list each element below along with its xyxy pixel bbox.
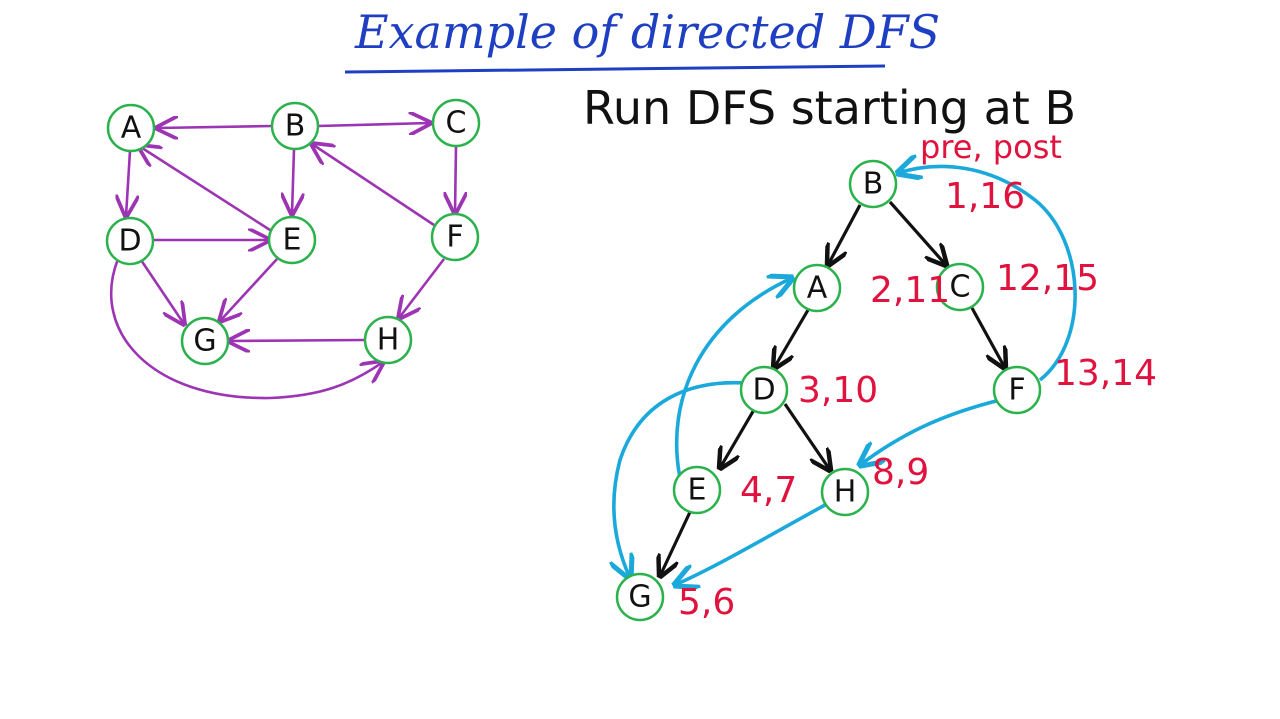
tree-edges — [660, 200, 1005, 576]
tree-node-F-label: F — [1008, 373, 1025, 408]
edge-B-E — [292, 148, 294, 214]
edge-C-F — [455, 145, 456, 213]
graph-node-B: B — [270, 101, 320, 151]
edge-D-H — [109, 258, 383, 400]
graph-node-E-circle — [267, 215, 317, 265]
prepost-A: 2,11 — [870, 270, 950, 311]
prepost-G: 5,6 — [678, 582, 735, 623]
prepost-D: 3,10 — [798, 370, 878, 411]
tree-node-B-circle — [848, 159, 898, 209]
tree-node-H-circle — [820, 467, 870, 517]
tree-edge-D-H — [783, 403, 830, 470]
graph-node-H-label: H — [377, 323, 400, 358]
tree-node-A-circle — [792, 263, 842, 313]
tree-node-D-label: D — [752, 373, 775, 408]
graph-node-F-label: F — [446, 220, 463, 255]
prepost-C: 12,15 — [996, 258, 1099, 299]
prepost-B: 1,16 — [945, 176, 1025, 217]
tree-edge-A-D — [774, 309, 810, 368]
prepost-H: 8,9 — [872, 452, 929, 493]
tree-node-D: D — [739, 365, 789, 415]
tree-node-F: F — [992, 365, 1042, 415]
tree-node-D-circle — [739, 365, 789, 415]
prepost-legend: pre, post — [920, 128, 1062, 166]
graph-node-G-label: G — [193, 324, 216, 359]
tree-node-A: A — [792, 263, 842, 313]
edge-A-D — [126, 150, 130, 216]
tree-node-E-label: E — [688, 473, 707, 508]
graph-node-A-circle — [106, 103, 156, 153]
edge-E-G — [220, 258, 278, 321]
title-underline — [344, 64, 886, 74]
graph-node-H: H — [363, 315, 413, 365]
edge-H-G — [229, 340, 365, 341]
tree-edge-D-E — [720, 407, 757, 468]
tree-node-C: C — [935, 262, 985, 312]
graph-node-C-circle — [431, 98, 481, 148]
subtitle: Run DFS starting at B — [583, 81, 1076, 135]
tree-node-G-label: G — [628, 580, 651, 615]
graph-node-B-label: B — [285, 109, 306, 144]
tree-node-A-label: A — [807, 271, 828, 306]
graph-node-A-label: A — [121, 111, 142, 146]
tree-node-B: B — [848, 159, 898, 209]
graph-node-B-circle — [270, 101, 320, 151]
edge-B-A — [157, 126, 273, 128]
page-title: Example of directed DFS — [354, 5, 940, 59]
cross-edge-H-G — [675, 503, 826, 585]
graph-node-D: D — [105, 216, 155, 266]
tree-node-C-circle — [935, 262, 985, 312]
tree-node-F-circle — [992, 365, 1042, 415]
graph-node-C: C — [431, 98, 481, 148]
graph-node-D-label: D — [118, 224, 141, 259]
graph-node-A: A — [106, 103, 156, 153]
tree-node-H-label: H — [834, 475, 857, 510]
graph-node-H-circle — [363, 315, 413, 365]
tree-node-G-circle — [615, 572, 665, 622]
graph-node-G-circle — [180, 316, 230, 366]
tree-node-C-label: C — [950, 270, 971, 305]
non-tree-edges — [614, 166, 1077, 585]
edge-F-B — [312, 144, 435, 227]
original-graph: A B C D E F G H — [105, 98, 481, 400]
edge-F-H — [399, 258, 446, 318]
graph-edges — [109, 123, 456, 400]
tree-node-H: H — [820, 467, 870, 517]
cross-edge-F-H — [860, 398, 1001, 465]
graph-node-G: G — [180, 316, 230, 366]
graph-node-E-label: E — [283, 223, 302, 258]
tree-edge-B-A — [828, 204, 862, 265]
graph-node-C-label: C — [446, 106, 467, 141]
back-edge-F-B — [898, 166, 1077, 382]
prepost-E: 4,7 — [740, 470, 797, 511]
graph-node-D-circle — [105, 216, 155, 266]
tree-node-G: G — [615, 572, 665, 622]
edge-D-G — [139, 259, 184, 324]
tree-edge-B-C — [888, 200, 946, 265]
tree-node-E-circle — [672, 465, 722, 515]
forward-edge-D-G — [614, 380, 746, 578]
graph-node-F-circle — [430, 212, 480, 262]
back-edge-E-A — [674, 278, 792, 479]
edge-B-C — [317, 123, 430, 126]
dfs-tree: B A C D F E H G pre, pos — [614, 128, 1157, 623]
graph-node-E: E — [267, 215, 317, 265]
edge-E-A — [139, 146, 271, 232]
prepost-F: 13,14 — [1054, 353, 1157, 394]
tree-edge-E-G — [660, 511, 692, 576]
graph-node-F: F — [430, 212, 480, 262]
tree-node-E: E — [672, 465, 722, 515]
tree-edge-C-F — [970, 307, 1005, 368]
tree-node-B-label: B — [863, 167, 884, 202]
